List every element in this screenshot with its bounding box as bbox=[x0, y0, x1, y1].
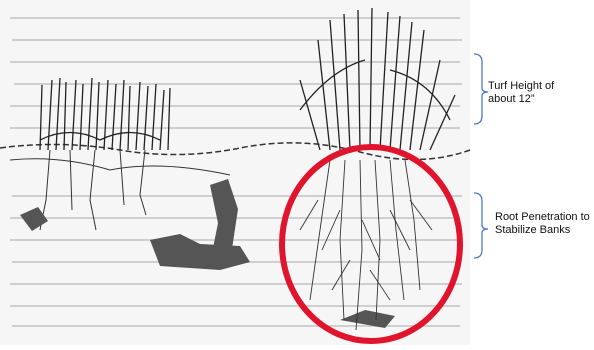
turf-height-bracket bbox=[474, 54, 488, 124]
root-penetration-bracket bbox=[474, 193, 488, 258]
turf-height-label: Turf Height of about 12” bbox=[488, 80, 588, 106]
root-penetration-label: Root Penetration to Stabilize Banks bbox=[495, 211, 593, 237]
